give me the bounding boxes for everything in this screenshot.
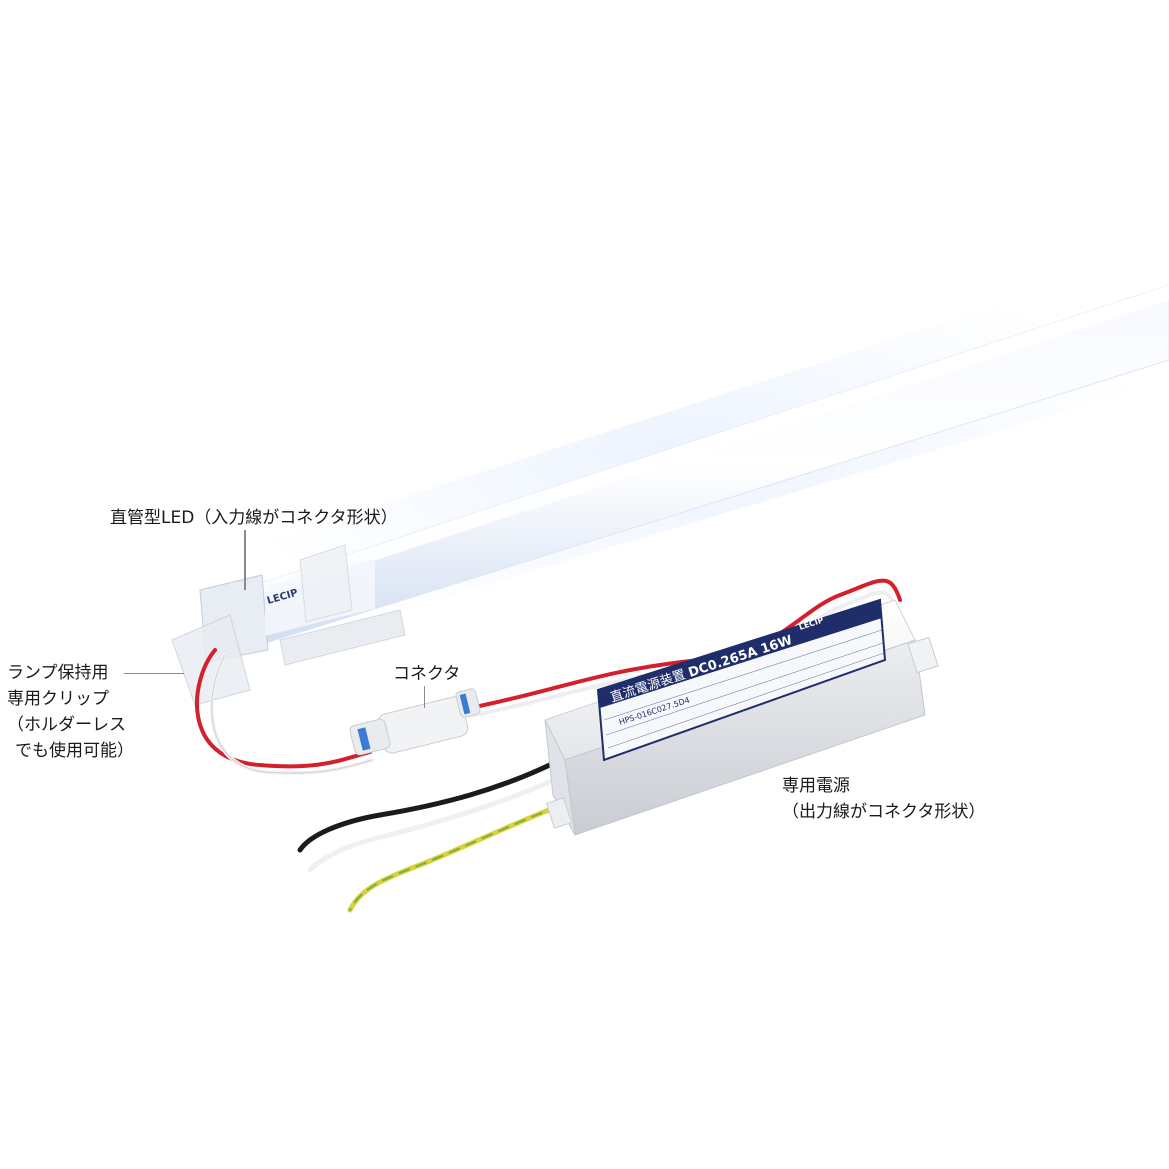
connector — [349, 688, 481, 756]
connector-label: コネクタ — [393, 664, 461, 684]
clip-label-line: 専用クリップ — [7, 689, 109, 709]
clip-label: ランプ保持用 専用クリップ （ホルダーレス でも使用可能） — [7, 660, 134, 764]
connector-leader — [424, 686, 425, 708]
clip-label-line: でも使用可能） — [15, 741, 134, 761]
power-supply-label: 専用電源 （出力線がコネクタ形状） — [782, 773, 985, 825]
power-supply-label-line: （出力線がコネクタ形状） — [782, 802, 986, 822]
led-tube — [199, 250, 1169, 663]
power-supply-label-line: 専用電源 — [782, 776, 850, 796]
holder-clip — [171, 544, 406, 706]
led-tube-leader — [244, 530, 246, 590]
supply-output-wires — [297, 757, 578, 913]
tube-wires — [195, 648, 374, 776]
clip-label-line: ランプ保持用 — [7, 663, 109, 683]
clip-label-line: （ホルダーレス — [7, 715, 126, 735]
clip-leader — [124, 673, 184, 674]
power-supply: 直流電源装置 DC0.265A 16W HPS-016C027.5D4 LECI… — [544, 598, 939, 836]
led-tube-label: 直管型LED（入力線がコネクタ形状） — [110, 508, 398, 528]
